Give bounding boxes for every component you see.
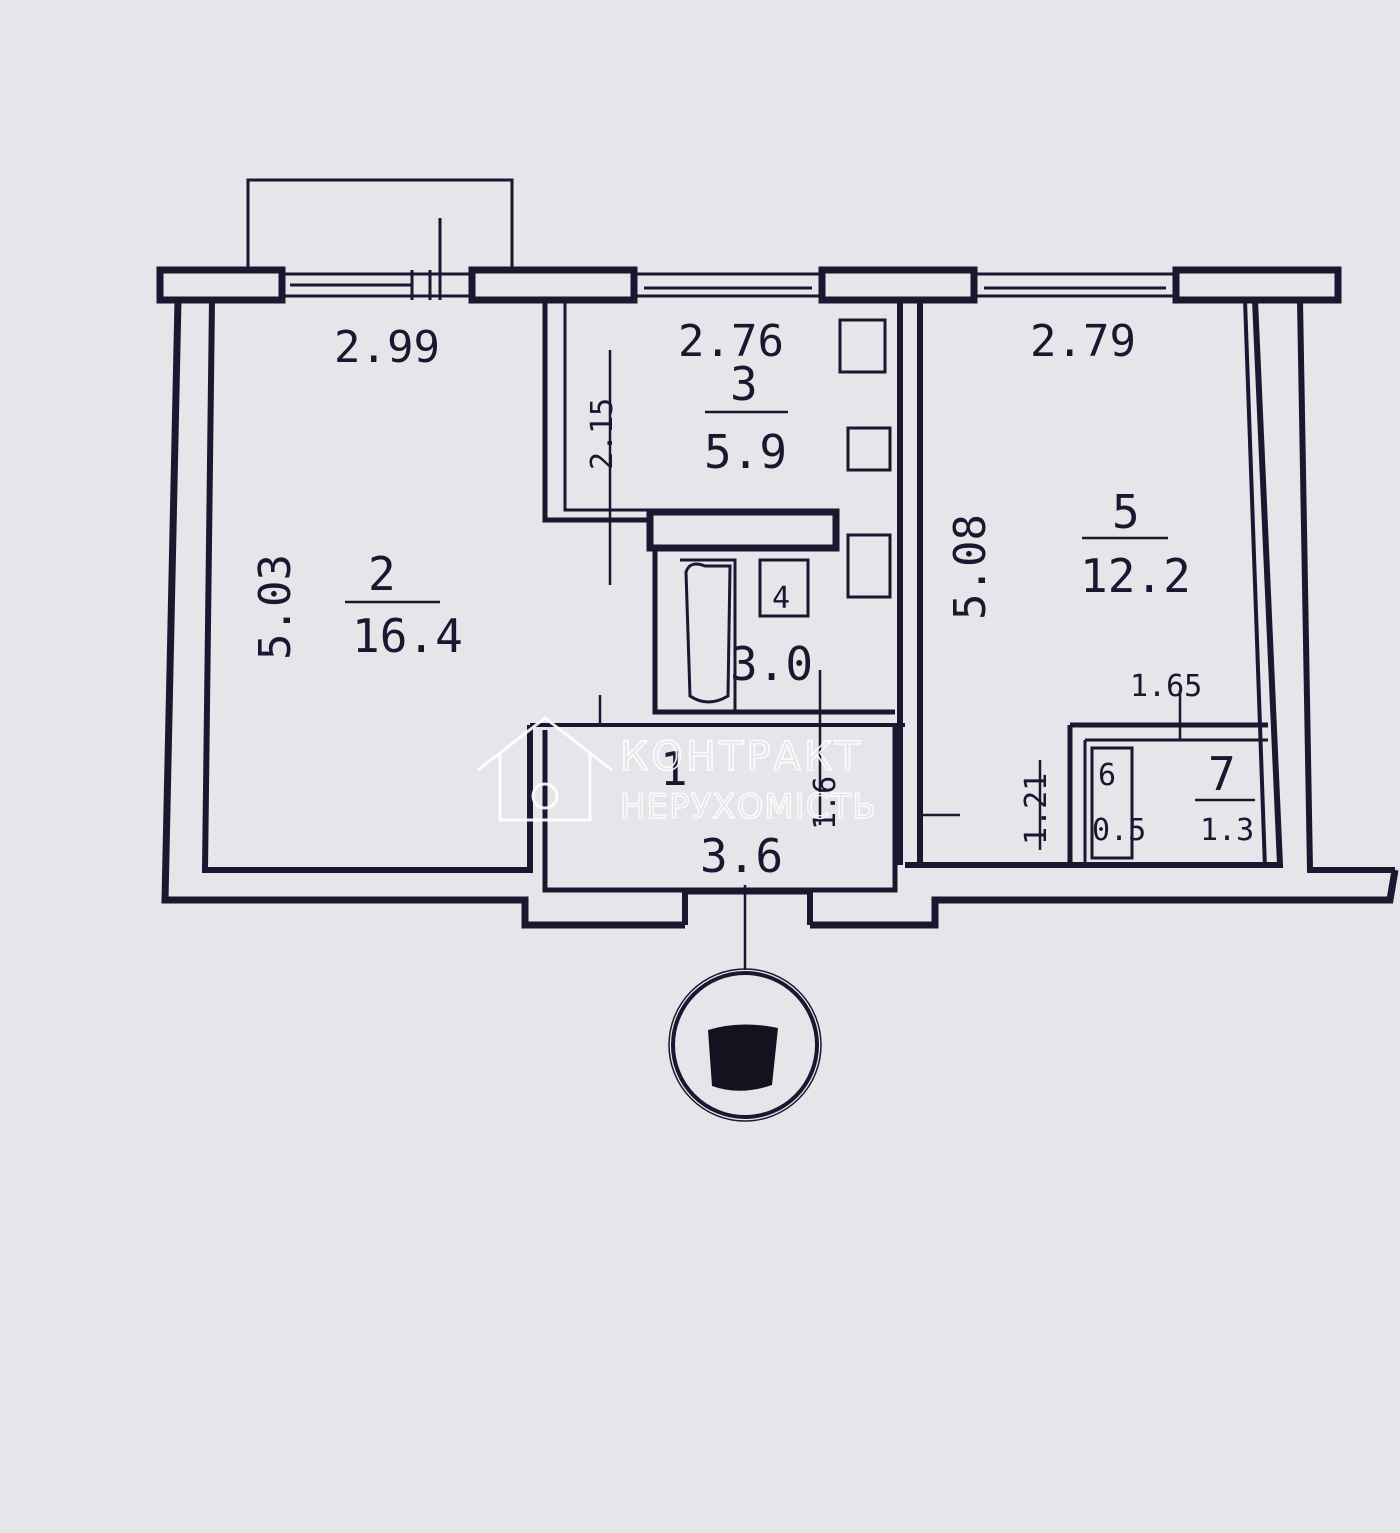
dim-room5-depth: 5.08 bbox=[945, 514, 996, 620]
room5-area: 12.2 bbox=[1080, 549, 1191, 603]
wall-segment bbox=[468, 266, 638, 304]
kitchen-stove bbox=[838, 318, 887, 374]
watermark-line2: НЕРУХОМІСТЬ bbox=[620, 787, 877, 827]
room7-number: 7 bbox=[1208, 747, 1236, 801]
room2-area: 16.4 bbox=[352, 609, 463, 663]
dim-room6-depth: 1.21 bbox=[1019, 773, 1054, 845]
dim-room5-width: 2.79 bbox=[1030, 316, 1136, 367]
entrance-marker bbox=[671, 971, 819, 1119]
room1-number: 1 bbox=[660, 742, 688, 796]
room3-area: 5.9 bbox=[704, 425, 787, 479]
wall-segment bbox=[818, 266, 978, 304]
windows bbox=[282, 270, 1176, 300]
balcony-outline bbox=[246, 178, 514, 268]
toilet-fixture bbox=[758, 558, 810, 618]
dim-room2-width: 2.99 bbox=[334, 322, 440, 373]
room6-area: 0.5 bbox=[1092, 813, 1146, 848]
room7-area: 1.3 bbox=[1200, 813, 1254, 848]
dim-room3-depth: 2.15 bbox=[585, 398, 620, 470]
watermark: КОНТРАКТ НЕРУХОМІСТЬ bbox=[477, 716, 877, 828]
room1-area: 3.6 bbox=[700, 829, 783, 883]
room2-number: 2 bbox=[368, 547, 396, 601]
room3-number: 3 bbox=[730, 357, 758, 411]
dim-room3-width: 2.76 bbox=[678, 316, 784, 367]
wall-segment bbox=[156, 266, 286, 304]
watermark-house-icon bbox=[477, 716, 613, 822]
entrance-blot bbox=[708, 1024, 778, 1091]
dim-room7-width: 1.65 bbox=[1130, 669, 1202, 704]
partition-wall bbox=[646, 508, 840, 552]
room5-number: 5 bbox=[1112, 485, 1140, 539]
room4-number: 4 bbox=[772, 581, 790, 616]
watermark-line1: КОНТРАКТ bbox=[620, 734, 863, 780]
wall-segment bbox=[1172, 266, 1342, 304]
room6-number: 6 bbox=[1098, 758, 1116, 793]
dim-room2-depth: 5.03 bbox=[250, 554, 301, 660]
kitchen-sink bbox=[846, 426, 892, 472]
hallway-dim: 1.6 bbox=[808, 776, 843, 830]
room4-area: 3.0 bbox=[730, 637, 813, 691]
